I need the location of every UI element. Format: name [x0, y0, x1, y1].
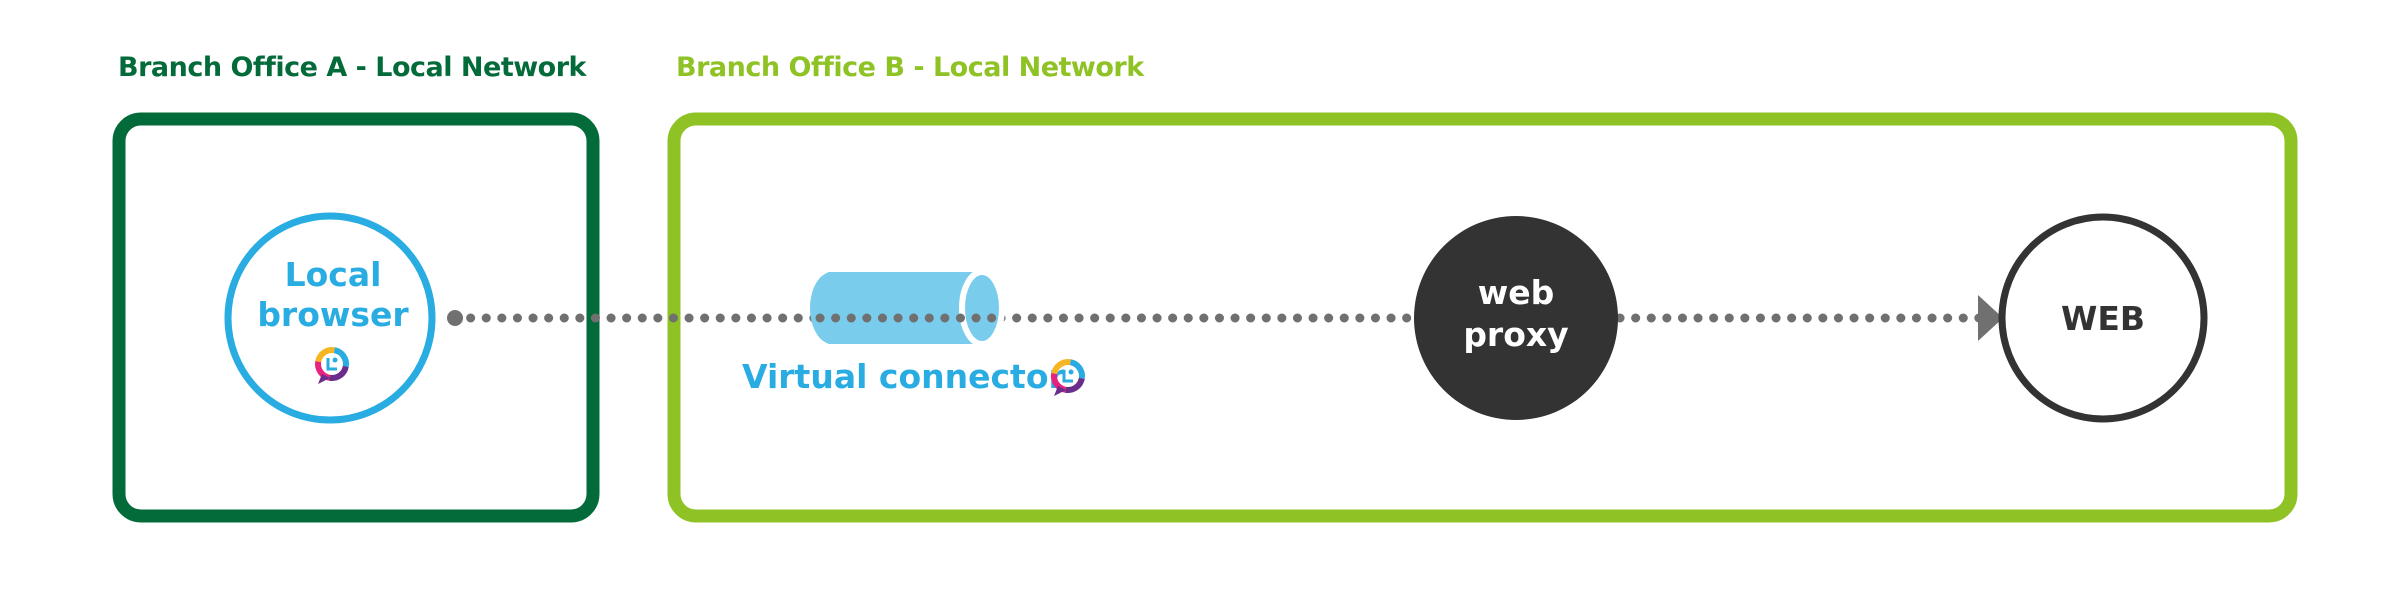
branch-office-b-title: Branch Office B - Local Network — [676, 52, 1144, 83]
web-proxy-node: web proxy — [1414, 216, 1618, 420]
web-label: WEB — [2061, 299, 2145, 338]
local-browser-label-line2: browser — [257, 295, 409, 334]
web-node: WEB — [1998, 213, 2208, 423]
web-proxy-label-line1: web — [1478, 273, 1555, 312]
web-proxy-label-line2: proxy — [1463, 315, 1568, 354]
branch-office-a-title: Branch Office A - Local Network — [118, 52, 587, 83]
arrowhead-icon — [1978, 295, 2003, 341]
virtual-connector-label: Virtual connector — [742, 357, 1065, 396]
connector-cylinder-icon — [810, 269, 1005, 347]
local-browser-node: Local browser — [224, 212, 436, 424]
logo-icon — [1052, 360, 1084, 396]
local-browser-label-line1: Local — [285, 255, 382, 294]
connection-start-dot — [447, 310, 463, 326]
virtual-connector-node: Virtual connector — [742, 269, 1084, 396]
